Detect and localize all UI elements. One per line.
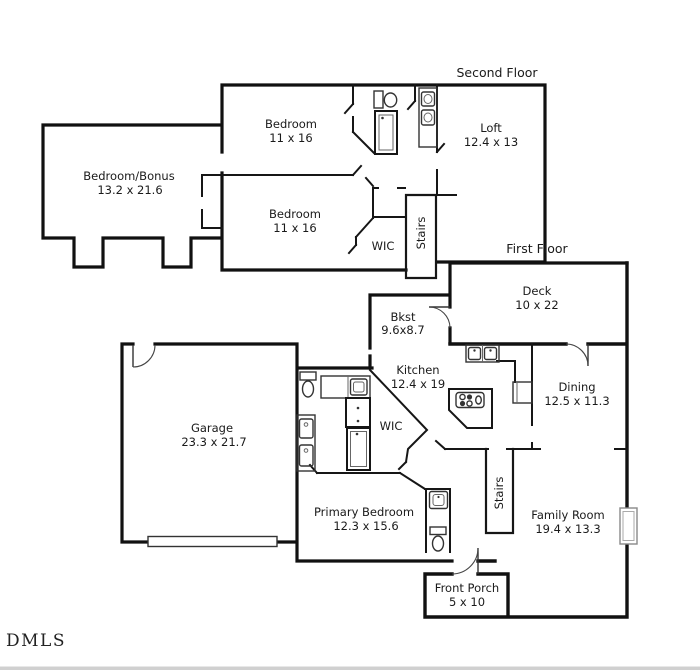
sink-icon [428, 490, 449, 510]
toilet-icon [383, 92, 398, 108]
primary-bedroom-label: Primary Bedroom [314, 505, 414, 519]
sink-bowl-icon [483, 346, 498, 361]
door-swing-arc [565, 343, 589, 367]
sink-icon [298, 418, 314, 439]
second-floor-wic-label: WIC [372, 239, 395, 253]
door-swing-arc [428, 306, 451, 329]
family-room-label: Family Room [531, 508, 604, 522]
bedroom-bottom-dims: 11 x 16 [273, 221, 316, 235]
first-floor-wic-label: WIC [380, 419, 403, 433]
door-swing-arc [132, 344, 156, 368]
powder-room [428, 490, 449, 552]
shower-icon [374, 110, 398, 155]
kitchen-dims: 12.4 x 19 [391, 377, 445, 391]
faucet-icon [473, 349, 476, 352]
shower-door-icon [378, 114, 394, 151]
door-swing-arc [451, 547, 479, 575]
sink-basin-icon [303, 422, 309, 427]
first-floor-exterior-walls-right [423, 261, 629, 619]
garage-label: Garage [191, 421, 233, 435]
burner-icon [466, 400, 473, 407]
garage-door-icon [147, 535, 278, 548]
deck-label: Deck [523, 284, 552, 298]
fireplace-icon [619, 507, 638, 545]
kitchen-fixtures [448, 344, 533, 429]
bedroom-top-dims: 11 x 16 [269, 131, 312, 145]
dmls-watermark: DMLS [6, 631, 66, 651]
kitchen-label: Kitchen [396, 363, 439, 377]
first-floor-exterior-walls [120, 261, 629, 563]
shower-door-icon [350, 431, 367, 467]
sink-icon [298, 444, 314, 467]
bkst-dims: 9.6x8.7 [381, 323, 424, 337]
control-panel-icon [475, 395, 483, 405]
double-vanity-icon [296, 414, 316, 472]
front-porch-dims: 5 x 10 [449, 595, 485, 609]
double-vanity-icon [418, 87, 438, 148]
toilet-icon [429, 526, 447, 536]
second-floor-stairs-label: Stairs [414, 217, 428, 250]
toilet-icon [373, 90, 384, 109]
cooktop-icon [455, 391, 485, 409]
burner-icon [459, 393, 466, 401]
burner-icon [459, 400, 466, 407]
primary-bathroom [296, 371, 371, 472]
utility-sink-icon [349, 378, 368, 396]
second-floor-stairwell-walls [404, 193, 438, 280]
refrigerator-icon [512, 381, 533, 404]
second-floor-title: Second Floor [456, 65, 538, 80]
kitchen-island [448, 388, 493, 429]
bedroom-top-label: Bedroom [265, 117, 317, 131]
second-floor-plan: Second Floor Bedroom 11 x 16 Loft 12.4 x… [41, 65, 547, 280]
sink-icon [420, 91, 436, 107]
sink-basin-icon [423, 112, 433, 123]
loft-dims: 12.4 x 13 [464, 135, 518, 149]
faucet-icon [437, 495, 440, 499]
sink-basin-icon [432, 494, 445, 506]
sink-basin-icon [423, 94, 433, 104]
linen-closet-icon [345, 397, 371, 428]
sink-bowl-icon [467, 346, 482, 361]
second-floor-bathroom [373, 87, 438, 155]
shower-handle-icon [355, 432, 359, 436]
second-floor-exterior-walls [41, 83, 547, 272]
shower-icon [346, 427, 371, 471]
deck-dims: 10 x 22 [515, 298, 558, 312]
shower-handle-icon [381, 116, 384, 120]
closet-knob-icon [356, 419, 360, 423]
footer-bar [0, 666, 700, 670]
closet-knob-icon [356, 406, 360, 410]
toilet-icon [301, 380, 315, 398]
first-floor-plan: First Floor Deck 10 x 22 Bkst 9.6x8.7 Ki… [120, 241, 638, 619]
sink-icon [420, 109, 436, 126]
bonus-room-label: Bedroom/Bonus [83, 169, 174, 183]
first-floor-stairs-label: Stairs [492, 477, 506, 510]
garage-dims: 23.3 x 21.7 [181, 435, 246, 449]
first-floor-title: First Floor [506, 241, 568, 256]
sink-basin-icon [303, 448, 309, 453]
loft-label: Loft [480, 121, 502, 135]
bonus-room-dims: 13.2 x 21.6 [97, 183, 162, 197]
burner-icon [466, 394, 473, 400]
bkst-label: Bkst [390, 310, 416, 324]
faucet-icon [489, 349, 492, 352]
door-swings [132, 306, 589, 575]
dining-label: Dining [558, 380, 595, 394]
family-room-dims: 19.4 x 13.3 [535, 522, 600, 536]
toilet-icon [431, 535, 445, 552]
toilet-icon [299, 371, 317, 381]
first-floor-stairwell-walls [484, 447, 515, 535]
front-porch-label: Front Porch [435, 581, 499, 595]
primary-bedroom-dims: 12.3 x 15.6 [333, 519, 398, 533]
utility-sink-basin-icon [353, 381, 365, 393]
dining-dims: 12.5 x 11.3 [544, 394, 609, 408]
bedroom-bottom-label: Bedroom [269, 207, 321, 221]
